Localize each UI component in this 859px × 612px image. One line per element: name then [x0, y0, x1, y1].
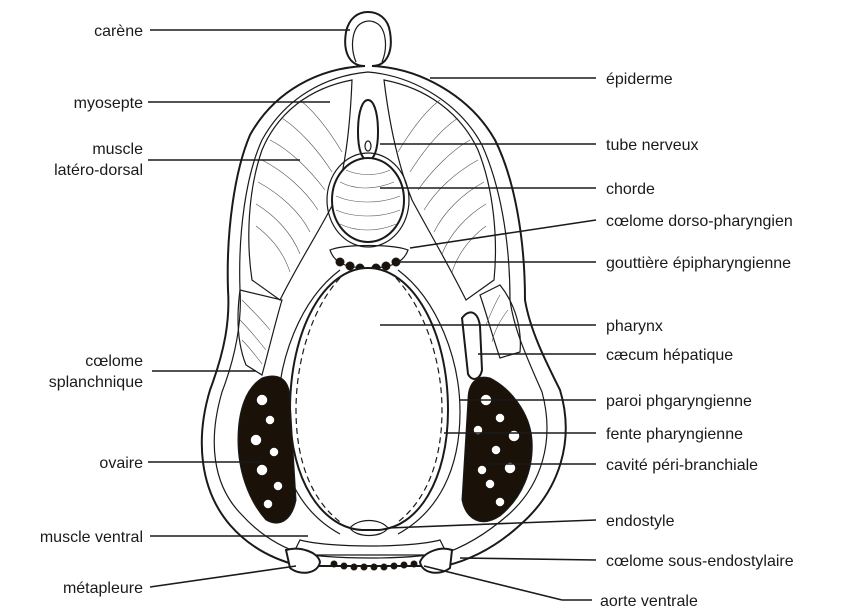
chorde-shape — [332, 158, 404, 242]
leader-aorte — [424, 566, 562, 600]
label-coelome-dorso: cœlome dorso-pharyngien — [606, 213, 793, 230]
labels-right: épiderme tube nerveux chorde cœlome dors… — [600, 71, 794, 610]
label-coelome-splanch-line2: splanchnique — [49, 374, 143, 391]
label-chorde: chorde — [606, 181, 655, 198]
leader-coelome-sous — [460, 558, 596, 560]
leader-metapleure — [150, 566, 296, 587]
labels-left: carène myosepte muscle latéro-dorsal cœl… — [40, 23, 143, 597]
label-pharynx: pharynx — [606, 318, 663, 335]
label-aorte: aorte ventrale — [600, 593, 698, 610]
label-carene: carène — [94, 23, 143, 40]
label-muscle-line1: muscle — [92, 141, 143, 158]
label-caecum: cæcum hépatique — [606, 347, 733, 364]
label-fente: fente pharyngienne — [606, 426, 743, 443]
label-gouttiere: gouttière épipharyngienne — [606, 255, 791, 272]
label-coelome-sous: cœlome sous-endostylaire — [606, 553, 794, 570]
label-myosepte: myosepte — [74, 95, 143, 112]
label-metapleure: métapleure — [63, 580, 143, 597]
label-muscle-line2: latéro-dorsal — [54, 162, 143, 179]
body-section-drawing — [202, 12, 566, 573]
label-cavite: cavité péri-branchiale — [606, 457, 758, 474]
label-ovaire: ovaire — [99, 455, 143, 472]
label-endostyle: endostyle — [606, 513, 675, 530]
label-epiderme: épiderme — [606, 71, 673, 88]
label-muscle-ventral: muscle ventral — [40, 529, 143, 546]
label-coelome-splanch-line1: cœlome — [85, 353, 143, 370]
label-tube-nerveux: tube nerveux — [606, 137, 699, 154]
label-paroi: paroi phgaryngienne — [606, 393, 752, 410]
